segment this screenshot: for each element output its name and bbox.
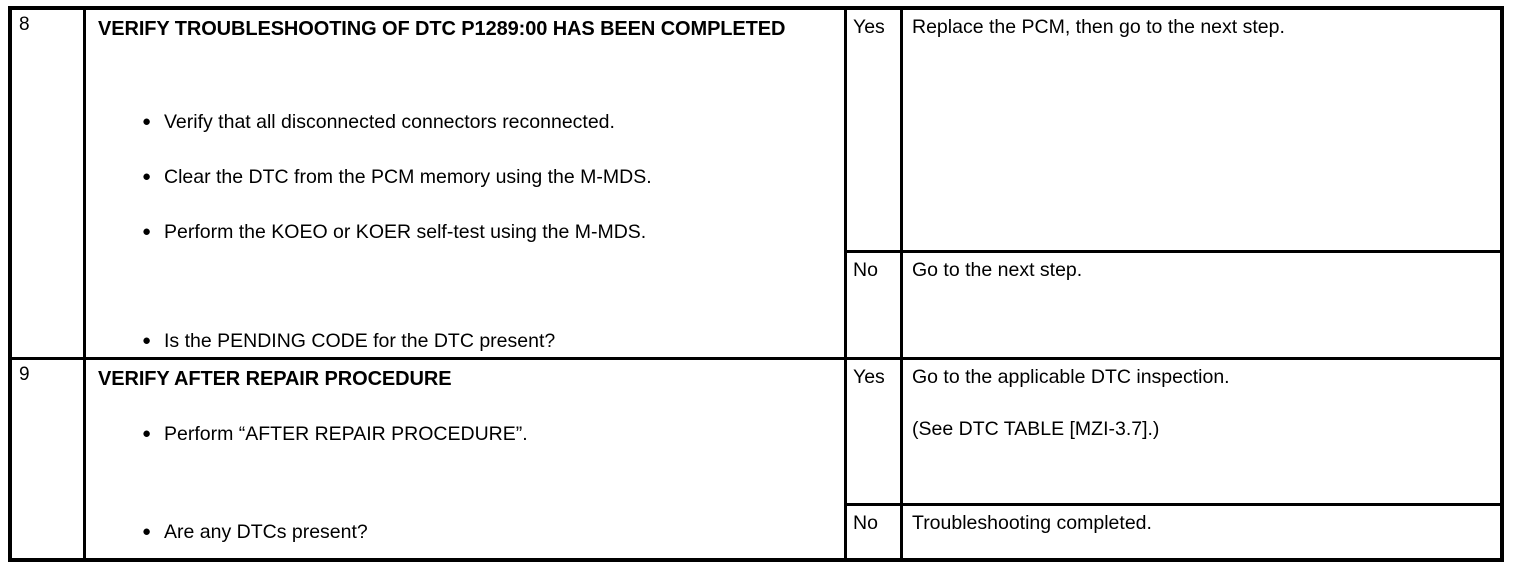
bullet-icon: ● <box>142 168 152 185</box>
bullet-icon: ● <box>142 425 152 442</box>
table-row: 8 VERIFY TROUBLESHOOTING OF DTC P1289:00… <box>12 10 1500 357</box>
list-item-question: ● Are any DTCs present? <box>142 520 836 544</box>
table-row: 9 VERIFY AFTER REPAIR PROCEDURE ● Perform… <box>12 357 1500 558</box>
result-yes-label: Yes <box>853 366 885 388</box>
action-to-take-cell: Replace the PCM, then go to the next ste… <box>903 10 1500 357</box>
action-to-take-cell: Go to the applicable DTC inspection. (Se… <box>903 360 1500 558</box>
action-no-text: Troubleshooting completed. <box>912 512 1152 534</box>
action-title: VERIFY AFTER REPAIR PROCEDURE <box>98 368 452 390</box>
bullet-icon: ● <box>142 113 152 130</box>
action-title: VERIFY TROUBLESHOOTING OF DTC P1289:00 H… <box>98 18 786 40</box>
list-item-question: ● Is the PENDING CODE for the DTC present… <box>142 329 836 353</box>
step-number-cell: 8 <box>12 10 86 357</box>
bullet-icon: ● <box>142 523 152 540</box>
list-item: ● Verify that all disconnected connectors… <box>142 110 836 134</box>
list-item-label: Clear the DTC from the PCM memory using … <box>164 166 652 188</box>
result-yes-cell: Yes <box>847 360 900 503</box>
action-yes-text: Go to the applicable DTC inspection. <box>912 366 1230 388</box>
bullet-icon: ● <box>142 332 152 349</box>
step-number: 8 <box>19 14 30 35</box>
bullet-icon: ● <box>142 223 152 240</box>
dtc-troubleshooting-table: 8 VERIFY TROUBLESHOOTING OF DTC P1289:00… <box>8 6 1504 562</box>
result-no-cell: No <box>847 250 900 357</box>
result-no-label: No <box>853 259 878 281</box>
question-label: Are any DTCs present? <box>164 521 368 543</box>
list-item: ● Perform “AFTER REPAIR PROCEDURE”. <box>142 422 836 446</box>
action-yes-reference: (See DTC TABLE [MZI-3.7].) <box>912 418 1160 440</box>
step-number: 9 <box>19 364 30 385</box>
list-item-label: Verify that all disconnected connectors … <box>164 111 615 133</box>
inspection-action-cell: VERIFY TROUBLESHOOTING OF DTC P1289:00 H… <box>86 10 847 357</box>
action-yes-cell: Go to the applicable DTC inspection. (Se… <box>903 360 1500 503</box>
step-number-cell: 9 <box>12 360 86 558</box>
result-yes-label: Yes <box>853 16 885 38</box>
action-no-cell: Troubleshooting completed. <box>903 503 1500 558</box>
action-no-text: Go to the next step. <box>912 259 1083 281</box>
action-yes-cell: Replace the PCM, then go to the next ste… <box>903 10 1500 250</box>
result-no-label: No <box>853 512 878 534</box>
list-item: ● Perform the KOEO or KOER self-test usin… <box>142 220 836 244</box>
question-label: Is the PENDING CODE for the DTC present? <box>164 330 556 352</box>
inspection-action-cell: VERIFY AFTER REPAIR PROCEDURE ● Perform “… <box>86 360 847 558</box>
list-item-label: Perform the KOEO or KOER self-test using… <box>164 221 647 243</box>
action-no-cell: Go to the next step. <box>903 250 1500 357</box>
result-cell: Yes No <box>847 10 903 357</box>
action-yes-text: Replace the PCM, then go to the next ste… <box>912 16 1285 38</box>
list-item-label: Perform “AFTER REPAIR PROCEDURE”. <box>164 423 528 445</box>
result-no-cell: No <box>847 503 900 558</box>
result-yes-cell: Yes <box>847 10 900 250</box>
result-cell: Yes No <box>847 360 903 558</box>
list-item: ● Clear the DTC from the PCM memory using… <box>142 165 836 189</box>
